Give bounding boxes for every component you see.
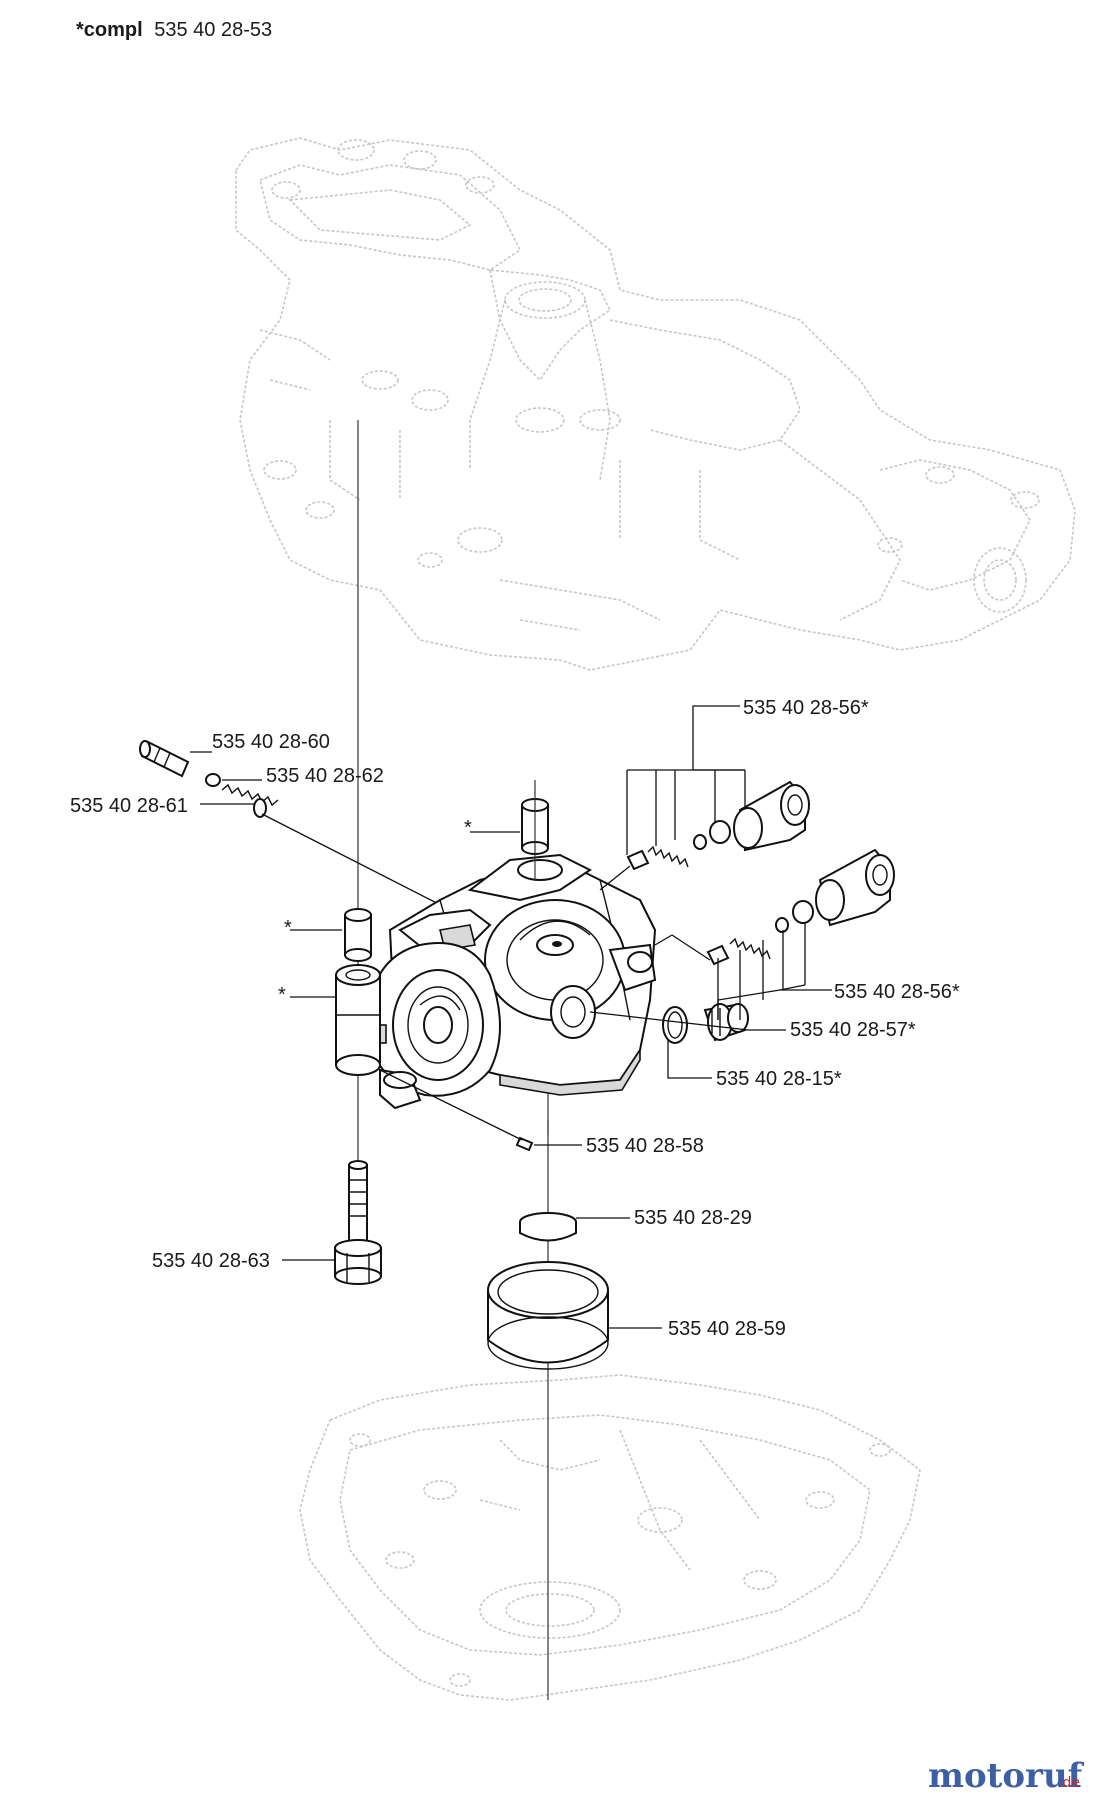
label-part-59: 535 40 28-59 xyxy=(668,1318,786,1340)
leader-lines xyxy=(190,705,832,1329)
label-part-56-upper: 535 40 28-56* xyxy=(743,697,869,719)
label-part-62: 535 40 28-62 xyxy=(266,765,384,787)
watermark-tld: .de xyxy=(1058,1775,1080,1791)
ring-bearing xyxy=(487,1261,609,1370)
label-part-58: 535 40 28-58 xyxy=(586,1135,704,1157)
label-part-60: 535 40 28-60 xyxy=(212,731,330,753)
header-part-number: 535 40 28-53 xyxy=(154,19,272,41)
pin-assembly xyxy=(139,740,471,921)
label-part-63: 535 40 28-63 xyxy=(152,1250,270,1272)
header-prefix: *compl xyxy=(76,19,143,41)
diagram-header: *compl 535 40 28-53 xyxy=(76,19,272,41)
check-valve-lower xyxy=(706,848,895,966)
port-plug xyxy=(703,1003,749,1042)
top-sleeve xyxy=(521,780,549,880)
watermark-brand: motoruf xyxy=(928,1756,1085,1796)
plug-disc xyxy=(519,1212,577,1242)
sleeve-upper xyxy=(344,908,372,962)
valve-guide-lines xyxy=(599,865,711,961)
left-bushings xyxy=(335,908,422,1110)
port-oring xyxy=(662,1006,688,1044)
label-star-top-sleeve: * xyxy=(464,817,472,839)
plug-part xyxy=(253,798,267,818)
check-valve-upper xyxy=(626,780,810,871)
label-star-main-bushing: * xyxy=(278,984,286,1006)
label-part-61: 535 40 28-61 xyxy=(70,795,188,817)
main-bushing xyxy=(335,964,381,1076)
lower-housing-ghost xyxy=(299,1374,921,1701)
pin-part xyxy=(139,740,190,778)
small-oring xyxy=(205,773,221,787)
spring-part xyxy=(221,783,279,807)
center-axes xyxy=(357,420,549,1700)
upper-housing-ghost xyxy=(235,137,1076,671)
label-part-15: 535 40 28-15* xyxy=(716,1068,842,1090)
valve-seat-upper xyxy=(626,849,650,871)
flange-bolt xyxy=(334,1160,382,1285)
roll-pin xyxy=(515,1136,534,1152)
label-part-56-lower: 535 40 28-56* xyxy=(834,981,960,1003)
label-part-57: 535 40 28-57* xyxy=(790,1019,916,1041)
watermark-logo: motoruf .de xyxy=(928,1756,1085,1796)
label-part-29: 535 40 28-29 xyxy=(634,1207,752,1229)
label-star-upper-sleeve: * xyxy=(284,917,292,939)
